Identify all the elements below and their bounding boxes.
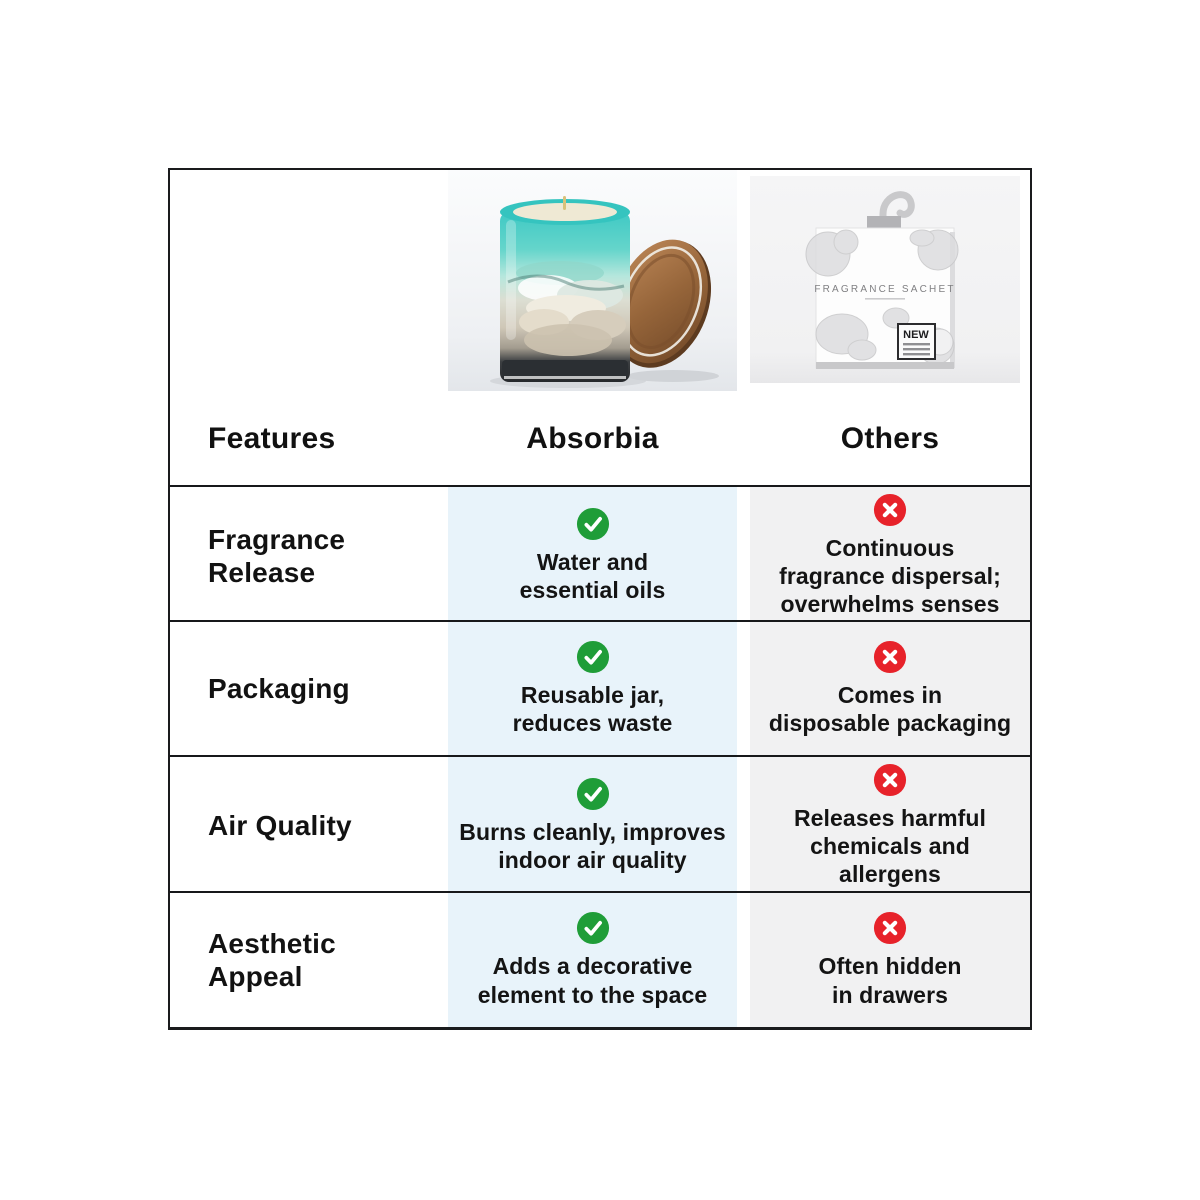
others-cell: Often hidden in drawers: [750, 893, 1030, 1027]
feature-label: Aesthetic Appeal: [208, 927, 336, 992]
sachet-new-badge: NEW: [903, 329, 929, 341]
check-icon: [576, 777, 609, 811]
others-cell-text: Comes in disposable packaging: [768, 681, 1012, 736]
table-row-packaging: Packaging Reusable jar, reduces waste Co…: [170, 622, 1030, 755]
check-icon: [576, 912, 609, 945]
cross-icon: [873, 763, 907, 797]
feature-label: Fragrance Release: [208, 523, 346, 588]
table-row-fragrance-release: Fragrance Release Water and essential oi…: [170, 487, 1030, 625]
others-cell: Releases harmful chemicals and allergens: [750, 757, 1030, 895]
absorbia-cell-text: Water and essential oils: [519, 549, 666, 604]
features-column-title: Features: [208, 422, 336, 455]
row-divider: [170, 620, 1030, 622]
others-cell-text: Releases harmful chemicals and allergens: [793, 805, 987, 888]
check-icon: [576, 640, 609, 674]
header-cell-others: Others: [750, 393, 1030, 485]
absorbia-cell-text: Burns cleanly, improves indoor air quali…: [459, 819, 726, 874]
column-gap: [737, 393, 750, 485]
header-cell-features: Features: [170, 393, 448, 485]
candle-illustration: [448, 170, 737, 391]
table-row-air-quality: Air Quality Burns cleanly, improves indo…: [170, 757, 1030, 895]
others-product-photo: FRAGRANCE SACHET NEW: [750, 170, 1030, 393]
row-divider: [170, 755, 1030, 757]
header-cell-absorbia: Absorbia: [448, 393, 737, 485]
feature-cell: Air Quality: [170, 757, 448, 895]
others-column-title: Others: [840, 422, 940, 455]
column-gap: [737, 622, 750, 755]
cross-icon: [873, 493, 907, 527]
feature-cell: Fragrance Release: [170, 487, 448, 625]
comparison-table: FRAGRANCE SACHET NEW Features: [168, 168, 1032, 1030]
column-header-row: Features Absorbia Others: [170, 393, 1030, 485]
others-cell-text: Continuous fragrance dispersal; overwhel…: [779, 535, 1001, 618]
row-divider: [170, 891, 1030, 893]
column-gap: [737, 487, 750, 625]
feature-cell: Aesthetic Appeal: [170, 893, 448, 1027]
row-divider: [170, 485, 1030, 487]
check-icon: [576, 507, 609, 541]
others-cell: Continuous fragrance dispersal; overwhel…: [750, 487, 1030, 625]
feature-cell: Packaging: [170, 622, 448, 755]
sachet-illustration: FRAGRANCE SACHET NEW: [750, 176, 1020, 383]
absorbia-product-photo: [448, 170, 737, 393]
column-gap: [737, 757, 750, 895]
absorbia-column-title: Absorbia: [526, 422, 659, 455]
absorbia-cell: Adds a decorative element to the space: [448, 893, 737, 1027]
sachet-title: FRAGRANCE SACHET: [814, 284, 955, 295]
image-row-empty-cell: [170, 170, 448, 393]
column-gap: [737, 893, 750, 1027]
others-cell-text: Often hidden in drawers: [818, 953, 962, 1008]
absorbia-cell-text: Reusable jar, reduces waste: [512, 681, 673, 736]
absorbia-cell: Water and essential oils: [448, 487, 737, 625]
others-cell: Comes in disposable packaging: [750, 622, 1030, 755]
absorbia-cell-text: Adds a decorative element to the space: [477, 953, 708, 1008]
feature-label: Air Quality: [208, 810, 352, 842]
absorbia-cell: Burns cleanly, improves indoor air quali…: [448, 757, 737, 895]
table-row-aesthetic-appeal: Aesthetic Appeal Adds a decorative eleme…: [170, 893, 1030, 1027]
absorbia-cell: Reusable jar, reduces waste: [448, 622, 737, 755]
column-gap: [737, 170, 750, 393]
cross-icon: [873, 640, 907, 674]
product-image-row: FRAGRANCE SACHET NEW: [170, 170, 1030, 393]
feature-label: Packaging: [208, 672, 350, 704]
cross-icon: [873, 912, 907, 945]
